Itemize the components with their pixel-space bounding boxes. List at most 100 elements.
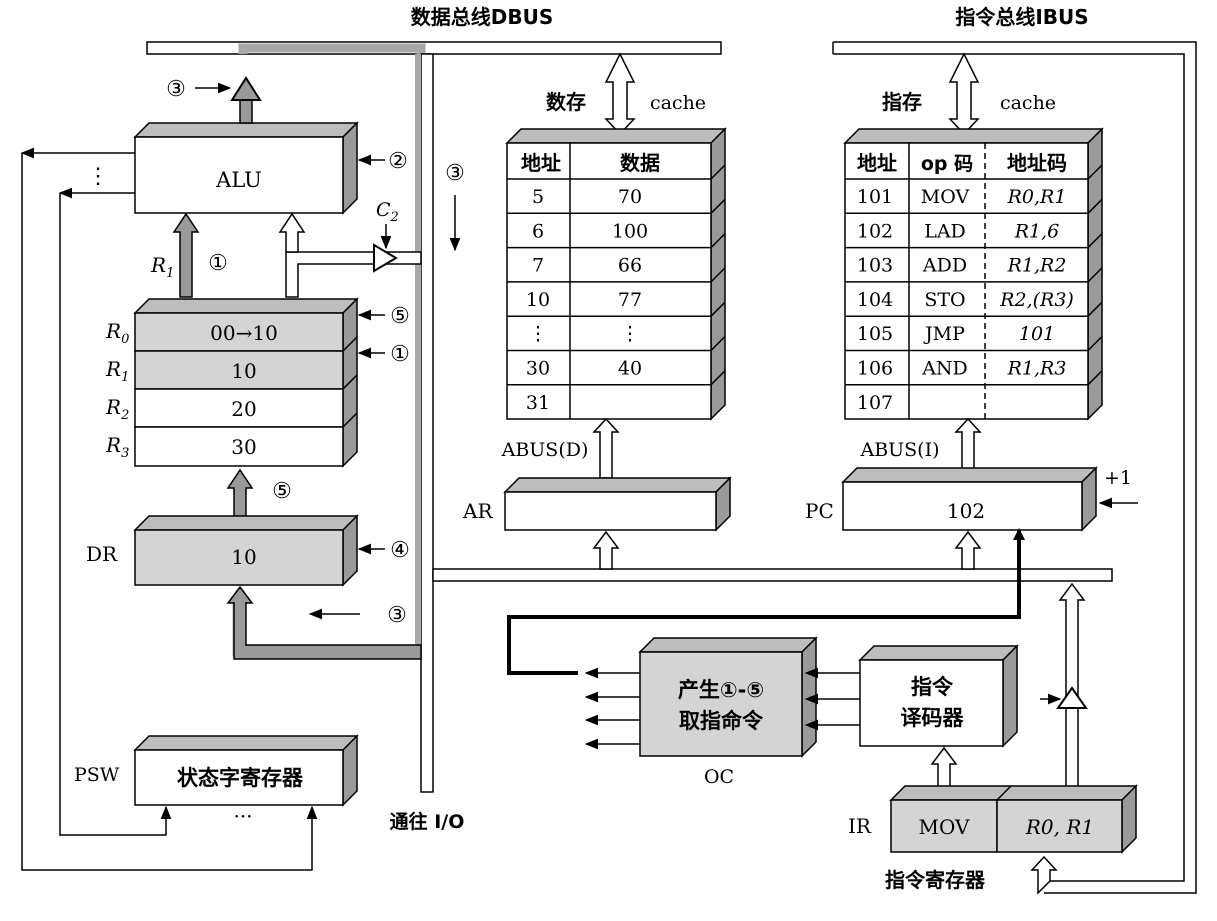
io-label: 通往 I/O — [390, 810, 465, 833]
ibus-title: 指令总线IBUS — [955, 5, 1088, 29]
ir-tristate-gate — [1056, 686, 1088, 709]
instr-memory-cell: STO — [924, 289, 965, 311]
r0-name: R0 — [105, 319, 129, 347]
data-memory-cell: 100 — [612, 220, 648, 242]
data-memory-cell: 31 — [526, 392, 550, 414]
instr-memory-cell: 101 — [1019, 323, 1055, 345]
marker-4: ④ — [390, 538, 410, 563]
dr-value: 10 — [231, 545, 256, 569]
r1-arrow-label: R1 — [150, 253, 174, 281]
alu-ellipsis: ⋮ — [87, 164, 109, 189]
marker-5-arrow: ⑤ — [272, 479, 292, 504]
abus-d-label: ABUS(D) — [501, 439, 589, 461]
data-memory-cache: cache — [650, 92, 706, 114]
data-memory-cell: 7 — [532, 255, 544, 277]
ir-operand: R0, R1 — [1025, 815, 1094, 839]
dbus-bar — [146, 41, 722, 55]
data-memory-header-data: 数据 — [620, 151, 660, 175]
psw-text: 状态字寄存器 — [177, 766, 304, 790]
marker-3-alu: ③ — [166, 77, 186, 102]
marker-3-dr: ③ — [387, 603, 407, 628]
data-memory-dbus-arrow — [604, 52, 636, 136]
psw-ellipsis: ··· — [233, 804, 252, 828]
instr-memory-cell: MOV — [921, 186, 970, 208]
instr-memory-cell: 103 — [857, 255, 893, 277]
instr-memory-cell: ADD — [922, 255, 967, 277]
psw-name: PSW — [74, 764, 120, 786]
instr-memory-cell: AND — [921, 358, 968, 380]
c2-label: C2 — [376, 199, 399, 225]
ir-operand-field — [996, 799, 1123, 853]
instr-memory-cell: 101 — [857, 186, 893, 208]
instr-memory-ibus-arrow — [948, 52, 980, 136]
ir-name: IR — [848, 814, 872, 838]
register-r2 — [134, 388, 344, 428]
marker-1-arrow: ① — [208, 251, 228, 276]
pc-control-line — [507, 530, 1021, 675]
data-memory-cell: 77 — [618, 289, 642, 311]
data-memory-cell: 10 — [526, 289, 550, 311]
data-memory-cell: ⋮ — [529, 323, 548, 345]
dbus-title: 数据总线DBUS — [411, 5, 554, 29]
marker-2: ② — [388, 149, 408, 174]
oc-name: OC — [704, 766, 734, 788]
data-memory-cell: 30 — [526, 358, 550, 380]
r3-name: R3 — [105, 433, 129, 461]
alu-tristate-gate — [230, 76, 262, 101]
data-memory-cell: 70 — [618, 186, 642, 208]
ir-register: MOV R0, R1 — [889, 784, 1138, 854]
data-memory-label: 数存 — [546, 90, 586, 114]
ar-name: AR — [462, 499, 493, 523]
instr-memory-cell: R1,6 — [1014, 220, 1060, 242]
r2-value: 20 — [231, 397, 256, 421]
register-r3 — [134, 426, 344, 467]
register-file: 00→10 10 20 30 R0 R1 R2 R3 — [105, 297, 359, 468]
decoder-line1: 指令 — [911, 675, 954, 699]
ir-op: MOV — [919, 815, 971, 839]
instr-memory-label: 指存 — [882, 90, 922, 114]
marker-3-bus: ③ — [445, 161, 465, 186]
register-r1 — [134, 350, 344, 390]
r0-value: 00→10 — [210, 321, 278, 345]
data-memory-cell: 6 — [532, 220, 544, 242]
instr-memory-header-addrcode: 地址码 — [1007, 151, 1067, 175]
instr-memory-cell: JMP — [923, 323, 965, 345]
oc-line1: 产生①-⑤ — [678, 678, 764, 702]
c2-tristate-gate — [373, 243, 398, 273]
data-memory-cell: 40 — [618, 358, 642, 380]
instr-memory-cell: 106 — [857, 358, 893, 380]
abus-i-label: ABUS(I) — [859, 439, 939, 461]
marker-1-reg: ① — [390, 342, 410, 367]
pc-increment: +1 — [1104, 467, 1132, 489]
r3-value: 30 — [231, 435, 256, 459]
address-bus-branch — [432, 568, 1113, 582]
dr-register: 10 — [133, 514, 359, 587]
pc-value: 102 — [947, 499, 985, 523]
data-memory-cell: 5 — [532, 186, 544, 208]
decoder-to-oc-arrows — [804, 667, 860, 731]
alu-block: ALU — [133, 121, 359, 215]
data-memory-table: 5 70 6 100 7 66 10 77 ⋮ ⋮ 30 40 31 — [505, 127, 727, 421]
instr-memory-cell: R2,(R3) — [999, 289, 1074, 311]
pc-register: 102 — [841, 466, 1098, 532]
r2-name: R2 — [105, 395, 129, 423]
instr-memory-cell: R1,R3 — [1007, 358, 1067, 380]
oc-output-arrows — [584, 667, 640, 750]
oc-line2: 取指命令 — [679, 709, 764, 733]
dbus-vertical — [420, 53, 434, 793]
data-memory-cell: 66 — [618, 255, 642, 277]
r1-value: 10 — [231, 359, 256, 383]
decoder-block: 指令 译码器 — [858, 644, 1019, 748]
instr-memory-cell: 107 — [857, 392, 893, 414]
instr-memory-cell: LAD — [924, 220, 966, 242]
alu-label: ALU — [215, 168, 262, 192]
data-memory-cell: ⋮ — [621, 323, 640, 345]
instr-memory-cache: cache — [1000, 92, 1056, 114]
psw-register: 状态字寄存器 — [133, 734, 359, 807]
data-memory-header-address: 地址 — [521, 151, 561, 175]
ar-register — [503, 476, 732, 532]
dr-name: DR — [86, 542, 118, 566]
instr-memory-cell: 104 — [857, 289, 893, 311]
